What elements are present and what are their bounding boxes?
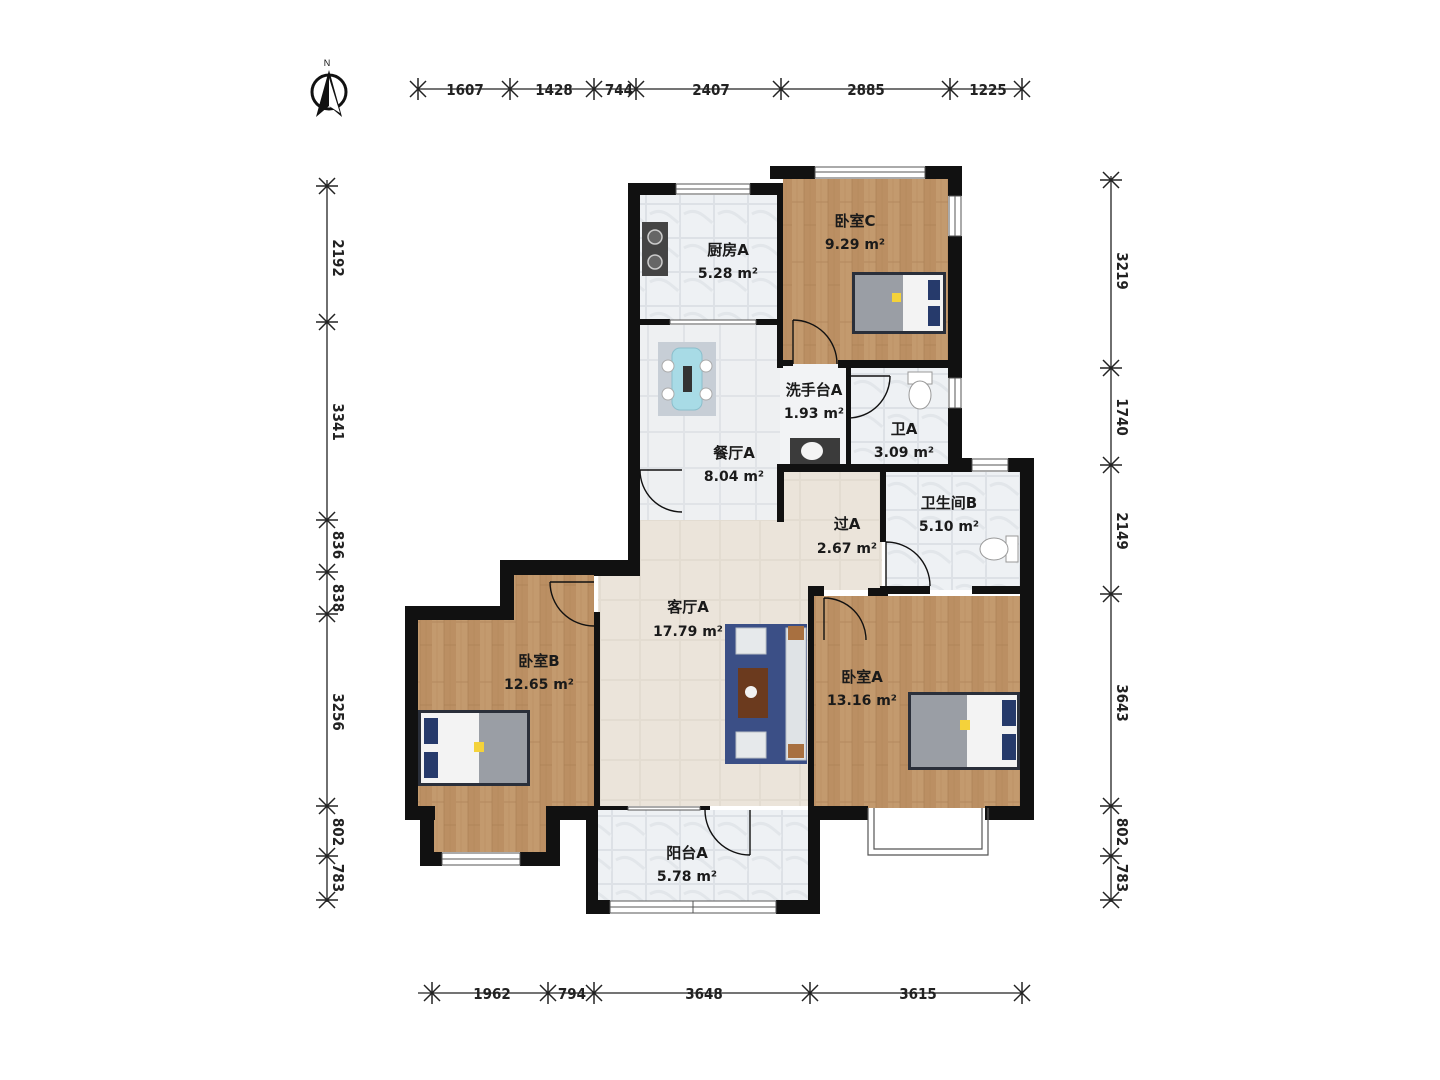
dim-top-1: 1607 bbox=[446, 81, 484, 99]
doors bbox=[549, 319, 931, 856]
balcony-floor bbox=[598, 810, 808, 902]
room-area: 2.67 m² bbox=[817, 541, 877, 557]
room-labels: 厨房A 5.28 m² 卧室C 9.29 m² 洗手台A 1.93 m² 卫A … bbox=[504, 212, 979, 885]
room-label-living: 客厅A 17.79 m² bbox=[653, 598, 723, 640]
room-name: 过A bbox=[834, 515, 861, 533]
room-area: 12.65 m² bbox=[504, 677, 574, 693]
room-name: 厨房A bbox=[707, 241, 749, 259]
room-area: 8.04 m² bbox=[704, 469, 764, 485]
north-arrow-icon: N bbox=[310, 58, 348, 117]
dim-left-7: 783 bbox=[329, 864, 347, 892]
room-area: 5.78 m² bbox=[657, 869, 717, 885]
room-name: 客厅A bbox=[666, 598, 709, 616]
dim-left-5: 3256 bbox=[329, 693, 347, 731]
dim-bottom-3: 3648 bbox=[685, 985, 723, 1003]
room-name: 卫A bbox=[891, 420, 918, 438]
room-area: 3.09 m² bbox=[874, 445, 934, 461]
bathroom-b-floor bbox=[886, 472, 1020, 590]
dim-top-5: 2885 bbox=[847, 81, 885, 99]
dim-right-4: 3643 bbox=[1113, 684, 1131, 722]
bay-window bbox=[867, 808, 989, 856]
dim-left-1: 2192 bbox=[329, 239, 347, 277]
dim-left-2: 3341 bbox=[329, 403, 347, 441]
room-name: 餐厅A bbox=[713, 444, 755, 462]
room-area: 17.79 m² bbox=[653, 624, 723, 640]
room-area: 13.16 m² bbox=[827, 693, 897, 709]
room-area: 5.28 m² bbox=[698, 266, 758, 282]
dim-bottom-4: 3615 bbox=[899, 985, 937, 1003]
dim-top-2: 1428 bbox=[535, 81, 573, 99]
dim-left-4: 838 bbox=[329, 584, 347, 612]
bed-c-icon bbox=[852, 272, 946, 334]
toilet-a-floor bbox=[850, 368, 948, 468]
dim-left-3: 836 bbox=[329, 531, 347, 559]
washbasin-icon bbox=[790, 438, 840, 464]
room-label-balcony: 阳台A 5.78 m² bbox=[657, 844, 717, 885]
toilet-b-icon bbox=[979, 535, 1019, 563]
room-label-dining: 餐厅A 8.04 m² bbox=[704, 444, 764, 485]
room-name: 阳台A bbox=[666, 844, 708, 862]
room-name: 洗手台A bbox=[786, 381, 843, 399]
dim-left-6: 802 bbox=[329, 818, 347, 846]
passage-floor bbox=[784, 472, 882, 590]
dim-top-6: 1225 bbox=[969, 81, 1007, 99]
room-name: 卧室C bbox=[834, 212, 875, 230]
bed-a-icon bbox=[908, 692, 1020, 770]
bedroom-c-floor bbox=[783, 179, 948, 364]
windows bbox=[441, 166, 1009, 914]
room-label-bedroom-b: 卧室B 12.65 m² bbox=[504, 652, 574, 693]
left-dimensions: 2192 3341 836 838 3256 802 783 bbox=[329, 239, 347, 892]
room-label-bedroom-a: 卧室A 13.16 m² bbox=[827, 668, 897, 709]
dimension-ticks bbox=[316, 78, 1122, 1004]
room-label-bedroom-c: 卧室C 9.29 m² bbox=[825, 212, 885, 253]
room-label-washbasin: 洗手台A 1.93 m² bbox=[784, 381, 844, 422]
dimension-lines bbox=[326, 88, 1112, 994]
dim-bottom-2: 794 bbox=[558, 985, 586, 1003]
dim-top-4: 2407 bbox=[692, 81, 730, 99]
room-label-bathroom-b: 卫生间B 5.10 m² bbox=[919, 494, 979, 535]
toilet-icon bbox=[907, 371, 933, 410]
sofa-set-icon bbox=[725, 624, 807, 764]
dim-right-5: 802 bbox=[1113, 818, 1131, 846]
room-area: 9.29 m² bbox=[825, 237, 885, 253]
walls bbox=[405, 166, 1034, 914]
compass-label: N bbox=[324, 58, 331, 68]
right-dimensions: 3219 1740 2149 3643 802 783 bbox=[1113, 252, 1131, 892]
room-area: 1.93 m² bbox=[784, 406, 844, 422]
bottom-dimensions: 1962 794 3648 3615 bbox=[473, 985, 937, 1003]
dim-right-1: 3219 bbox=[1113, 252, 1131, 290]
room-name: 卧室B bbox=[518, 652, 559, 670]
dim-bottom-1: 1962 bbox=[473, 985, 511, 1003]
dim-right-3: 2149 bbox=[1113, 512, 1131, 550]
room-name: 卧室A bbox=[841, 668, 883, 686]
room-label-kitchen: 厨房A 5.28 m² bbox=[698, 241, 758, 282]
bed-b-icon bbox=[418, 710, 530, 786]
room-area: 5.10 m² bbox=[919, 519, 979, 535]
room-name: 卫生间B bbox=[921, 494, 977, 512]
dim-right-6: 783 bbox=[1113, 864, 1131, 892]
dim-top-3: 744 bbox=[605, 81, 633, 99]
room-label-toilet-a: 卫A 3.09 m² bbox=[874, 420, 934, 461]
room-label-passage: 过A 2.67 m² bbox=[817, 515, 877, 557]
stove-icon bbox=[642, 222, 668, 276]
dining-table-icon bbox=[658, 342, 716, 416]
top-dimensions: 1607 1428 744 2407 2885 1225 bbox=[446, 81, 1007, 99]
dim-right-2: 1740 bbox=[1113, 398, 1131, 436]
